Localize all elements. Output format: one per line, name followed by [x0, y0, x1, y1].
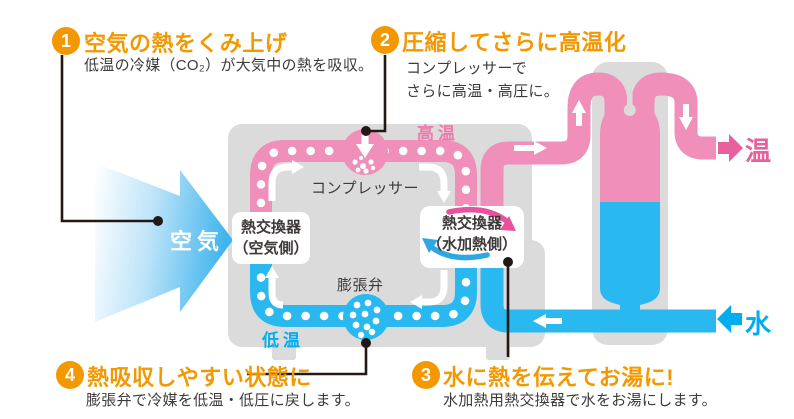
- label-temp-high: 高温: [417, 124, 459, 143]
- hx-air-label-box: [232, 212, 310, 264]
- water-in-arrow-icon: [717, 305, 742, 333]
- expansion-valve-icon: [343, 294, 389, 340]
- tank-pipe-notch: [623, 68, 636, 116]
- callout-dots: [153, 126, 513, 348]
- hx-air-line1: 熱交換器: [240, 219, 301, 236]
- hot-out-arrow-icon: [718, 134, 743, 162]
- label-air: 空気: [170, 229, 225, 254]
- callout-connectors: [60, 55, 510, 376]
- heat-transfer-arrow-pink-icon: [446, 206, 516, 231]
- step-3-badge: 3: [412, 361, 440, 389]
- hx-air-line2: （空気側）: [233, 240, 309, 257]
- label-expansion-valve: 膨張弁: [337, 277, 384, 294]
- compressor-icon: [342, 129, 388, 175]
- step-1-desc: 低温の冷媒（CO₂）が大気中の熱を吸収。: [84, 57, 374, 74]
- label-compressor: コンプレッサー: [311, 180, 420, 197]
- tank-cold-water: [600, 202, 660, 318]
- water-flow-arrowheads: [533, 100, 693, 328]
- step-2-title: 圧縮してさらに高温化: [402, 30, 627, 55]
- air-flow-arrow-icon: [95, 163, 233, 322]
- step-3-title: 水に熱を伝えてお湯に!: [443, 365, 675, 390]
- hx-water-line1: 熱交換器: [441, 215, 502, 232]
- label-water-in: 水: [745, 309, 772, 339]
- water-pipe-hot: [480, 72, 716, 244]
- step-4-title: 熱吸収しやすい状態に: [87, 365, 312, 390]
- label-hx-water: 熱交換器 （水加熱側）: [420, 213, 524, 255]
- label-hx-air: 熱交換器 （空気側）: [232, 217, 310, 259]
- step-1-badge: 1: [52, 27, 80, 55]
- step-2-desc: コンプレッサーで さらに高温・高圧に。: [406, 60, 560, 100]
- label-temp-low: 低温: [262, 331, 304, 350]
- step-1-title: 空気の熱をくみ上げ: [84, 31, 288, 56]
- hx-water-line2: （水加熱側）: [426, 236, 517, 253]
- step-4-badge: 4: [56, 361, 84, 389]
- water-flow-arrows: [514, 104, 689, 324]
- heat-transfer-arrow-blue-icon: [422, 238, 490, 261]
- refrigerant-flow-arrows: [268, 163, 448, 309]
- step-2-badge: 2: [371, 26, 399, 54]
- label-hot-out: 温: [745, 136, 772, 166]
- step-3-desc: 水加熱用熱交換器で水をお湯にします。: [443, 392, 717, 409]
- step-4-desc: 膨張弁で冷媒を低温・低圧に戻します。: [86, 392, 360, 409]
- refrigerant-flow-arrowheads: [265, 160, 451, 309]
